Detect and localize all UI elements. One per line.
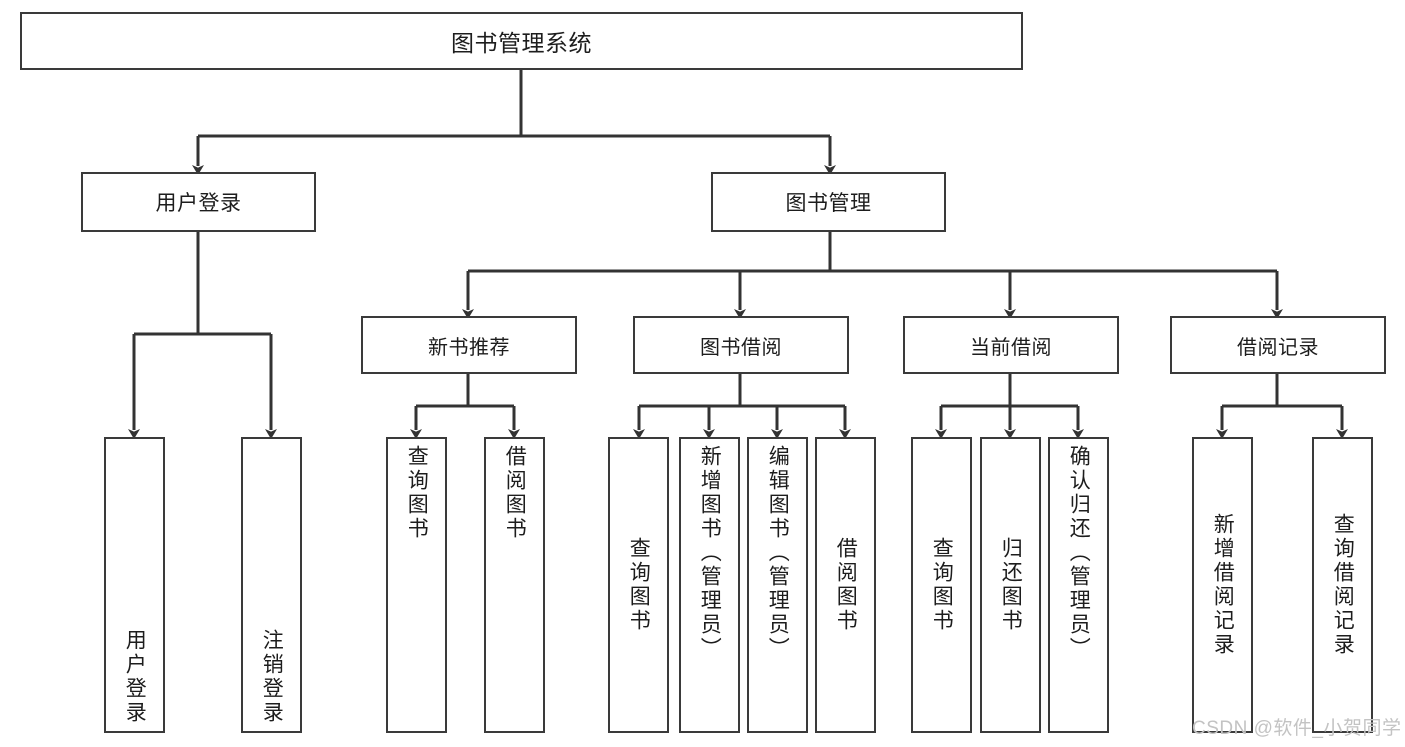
node-label: 借阅图书 xyxy=(834,537,858,633)
node-current-borrow[interactable]: 当前借阅 xyxy=(903,316,1119,374)
node-leaf-borrow-book-recommend[interactable]: 借阅图书 xyxy=(484,437,545,733)
node-label: 图书管理系统 xyxy=(451,30,592,56)
node-label: 当前借阅 xyxy=(970,336,1052,359)
node-label: 新书推荐 xyxy=(428,336,510,359)
node-label: 借阅记录 xyxy=(1237,336,1319,359)
node-leaf-add-borrow-record[interactable]: 新增借阅记录 xyxy=(1192,437,1253,733)
node-label: 编辑图书（管理员） xyxy=(766,445,790,661)
node-book-borrow[interactable]: 图书借阅 xyxy=(633,316,849,374)
node-label: 用户登录 xyxy=(155,192,242,215)
node-leaf-borrow-book[interactable]: 借阅图书 xyxy=(815,437,876,733)
node-label: 查询图书 xyxy=(627,537,651,633)
node-leaf-logout[interactable]: 注销登录 xyxy=(241,437,302,733)
node-leaf-query-book-current[interactable]: 查询图书 xyxy=(911,437,972,733)
node-label: 归还图书 xyxy=(999,537,1023,633)
node-leaf-edit-book[interactable]: 编辑图书（管理员） xyxy=(747,437,808,733)
node-label: 确认归还（管理员） xyxy=(1067,445,1091,661)
node-label: 查询借阅记录 xyxy=(1331,513,1355,657)
node-leaf-user-login[interactable]: 用户登录 xyxy=(104,437,165,733)
node-label: 查询图书 xyxy=(405,445,429,541)
node-book-management[interactable]: 图书管理 xyxy=(711,172,946,232)
node-leaf-confirm-return[interactable]: 确认归还（管理员） xyxy=(1048,437,1109,733)
node-user-login[interactable]: 用户登录 xyxy=(81,172,316,232)
node-leaf-return-book[interactable]: 归还图书 xyxy=(980,437,1041,733)
node-leaf-add-book[interactable]: 新增图书（管理员） xyxy=(679,437,740,733)
node-label: 注销登录 xyxy=(260,629,284,725)
node-label: 新增图书（管理员） xyxy=(698,445,722,661)
node-label: 新增借阅记录 xyxy=(1211,513,1235,657)
node-label: 用户登录 xyxy=(123,629,147,725)
node-root-system[interactable]: 图书管理系统 xyxy=(20,12,1023,70)
node-label: 图书管理 xyxy=(785,192,872,215)
node-leaf-query-borrow-record[interactable]: 查询借阅记录 xyxy=(1312,437,1373,733)
node-label: 借阅图书 xyxy=(503,445,527,541)
node-new-book-recommend[interactable]: 新书推荐 xyxy=(361,316,577,374)
node-leaf-query-book-recommend[interactable]: 查询图书 xyxy=(386,437,447,733)
csdn-watermark: CSDN @软件_小贺同学 xyxy=(1192,718,1402,739)
node-label: 图书借阅 xyxy=(700,336,782,359)
node-borrow-record[interactable]: 借阅记录 xyxy=(1170,316,1386,374)
node-label: 查询图书 xyxy=(930,537,954,633)
node-leaf-query-book-borrow[interactable]: 查询图书 xyxy=(608,437,669,733)
